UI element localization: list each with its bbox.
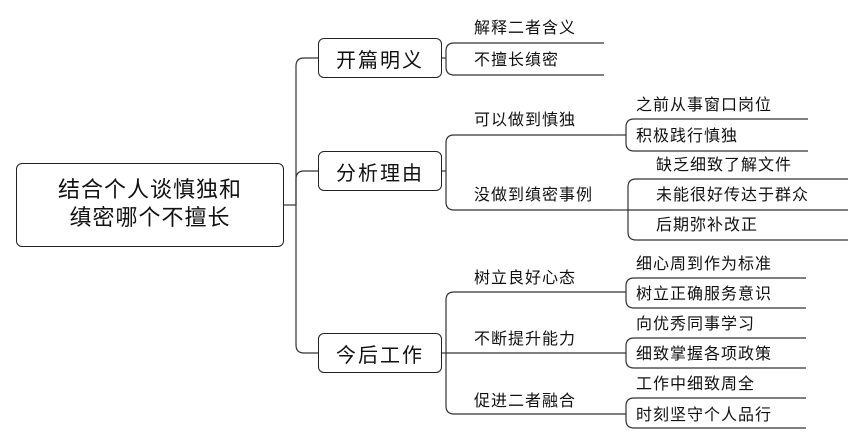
reasons-connector-branch-1 (445, 171, 612, 211)
leaf-poor-communication: 未能很好传达于群众 (656, 185, 810, 204)
topic-explain-meanings: 解释二者含义 (474, 18, 577, 37)
future-connector-branch-2 (445, 353, 602, 415)
mindset-connector-branch-1 (625, 292, 806, 309)
mindset-connector-branch-0 (625, 277, 806, 292)
leaf-master-policies: 细致掌握各项政策 (636, 344, 773, 363)
leaf-service-awareness: 树立正确服务意识 (636, 284, 773, 303)
root-connector-branch-2 (295, 205, 318, 354)
opening-connector-branch-1 (445, 58, 604, 76)
topic-not-good-at-thoroughness: 不擅长缜密 (474, 50, 560, 69)
discipline-connector-branch-1 (625, 135, 808, 152)
leaf-thorough-at-work: 工作中细致周全 (636, 374, 756, 393)
topic-good-mindset: 树立良好心态 (474, 268, 577, 287)
branch-opening: 开篇明义 (318, 38, 442, 78)
topic-thoroughness-failure-case: 没做到缜密事例 (474, 185, 594, 204)
ability-connector-branch-1 (625, 353, 806, 369)
root-connector-branch-0 (295, 57, 318, 205)
root-topic: 结合个人谈慎独和 缜密哪个不擅长 (16, 163, 284, 247)
leaf-careful-standard: 细心周到作为标准 (636, 254, 773, 273)
reasons-connector-branch-0 (445, 134, 612, 171)
leaf-learn-from-colleagues: 向优秀同事学习 (636, 314, 756, 333)
leaf-lack-file-understanding: 缺乏细致了解文件 (656, 155, 793, 174)
leaf-window-post: 之前从事窗口岗位 (636, 95, 773, 114)
ability-connector-branch-0 (625, 337, 806, 353)
merge-connector-branch-0 (625, 397, 806, 414)
branch-future-work-label: 今后工作 (336, 342, 424, 367)
root-connector-branch-1 (295, 170, 318, 205)
branch-reasons: 分析理由 (318, 151, 442, 191)
failure-connector-branch-2 (627, 210, 848, 241)
future-connector-branch-0 (445, 291, 602, 353)
branch-future-work: 今后工作 (318, 333, 442, 373)
leaf-practice-self-discipline: 积极践行慎独 (636, 126, 739, 145)
leaf-later-correction: 后期弥补改正 (656, 215, 759, 234)
topic-merge-both: 促进二者融合 (474, 391, 577, 410)
merge-connector-branch-1 (625, 414, 806, 429)
leaf-uphold-conduct: 时刻坚守个人品行 (636, 405, 773, 424)
branch-reasons-label: 分析理由 (336, 160, 424, 185)
branch-opening-label: 开篇明义 (336, 47, 424, 72)
opening-connector-branch-0 (445, 42, 604, 58)
root-topic-line-1: 结合个人谈慎独和 (57, 178, 242, 203)
topic-improve-ability: 不断提升能力 (474, 329, 577, 348)
root-topic-line-2: 缜密哪个不擅长 (69, 206, 231, 231)
topic-can-be-self-disciplined: 可以做到慎独 (474, 110, 577, 129)
discipline-connector-branch-0 (625, 118, 808, 135)
failure-connector-branch-0 (627, 178, 848, 210)
